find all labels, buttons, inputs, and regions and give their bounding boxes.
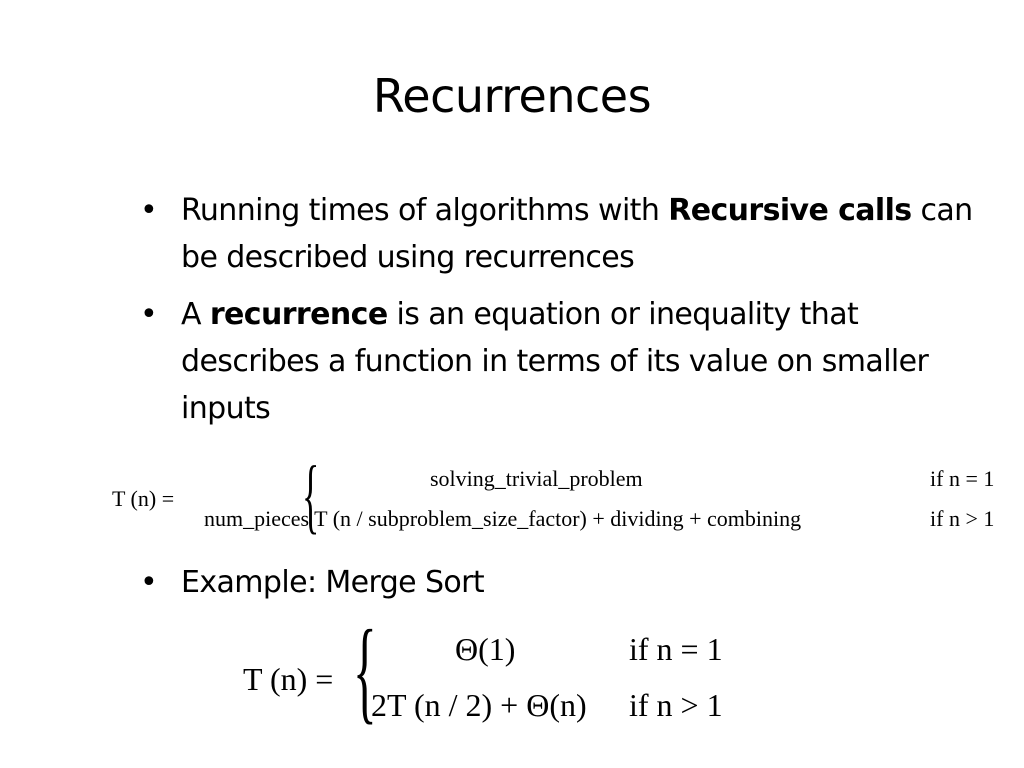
equation-lhs: T (n) =	[112, 486, 175, 511]
merge-sort-recurrence-equation: T (n) = { Θ(1) if n = 1 2T (n / 2) + Θ(n…	[243, 605, 763, 735]
recursive-case-expression: num_pieces T (n / subproblem_size_factor…	[204, 506, 802, 531]
recursive-case-condition: if n > 1	[629, 687, 723, 723]
bullet-marker: •	[140, 565, 158, 600]
bullet-recursive-calls: • Running times of algorithms with Recur…	[140, 187, 990, 281]
bullet-text-end: can be described using recurrences	[181, 193, 973, 275]
bullet-text-start: Running times of algorithms with	[181, 193, 669, 228]
bullet-text-start: A	[181, 297, 210, 332]
left-brace: {	[302, 448, 320, 543]
slide-title: Recurrences	[372, 69, 652, 123]
bullet-example-merge-sort: • Example: Merge Sort	[140, 559, 990, 606]
bullet-text-end: is an equation or inequality that descri…	[181, 297, 929, 426]
bullet-bold-term: recurrence	[209, 297, 388, 332]
left-brace: {	[353, 605, 377, 735]
bullet-text: A recurrence is an equation or inequalit…	[181, 291, 990, 432]
recursive-case-condition: if n > 1	[930, 506, 995, 531]
base-case-expression: solving_trivial_problem	[430, 466, 643, 491]
bullet-marker: •	[140, 193, 158, 228]
bullet-recurrence-definition: • A recurrence is an equation or inequal…	[140, 291, 990, 432]
base-case-expression: Θ(1)	[455, 631, 516, 667]
equation-lhs: T (n) =	[243, 661, 334, 697]
base-case-condition: if n = 1	[930, 466, 995, 491]
bullet-bold-term: Recursive calls	[668, 193, 912, 228]
bullet-text: Example: Merge Sort	[181, 565, 485, 600]
recursive-case-expression: 2T (n / 2) + Θ(n)	[371, 687, 587, 723]
base-case-condition: if n = 1	[629, 631, 723, 667]
bullet-text: Running times of algorithms with Recursi…	[181, 187, 990, 281]
general-recurrence-equation: T (n) = { solving_trivial_problem if n =…	[112, 448, 1012, 542]
bullet-marker: •	[140, 297, 158, 332]
